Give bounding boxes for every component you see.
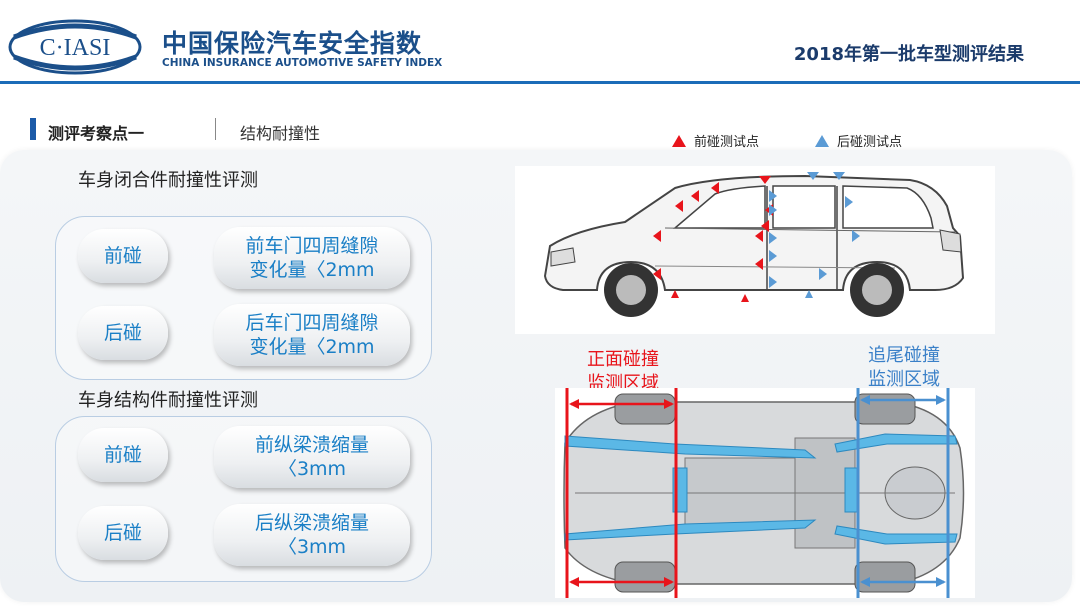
car-side-view xyxy=(515,166,995,334)
rear-zone-label: 追尾碰撞 监测区域 xyxy=(868,345,940,390)
rear-rail-crush-pill: 后纵梁溃缩量 〈3mm xyxy=(214,504,410,566)
section-marker xyxy=(30,118,36,140)
header-divider xyxy=(0,81,1080,84)
section-title: 测评考察点一 xyxy=(48,124,145,143)
section-divider xyxy=(215,118,216,140)
rear-door-gap-pill: 后车门四周缝隙 变化量〈2mm xyxy=(214,304,410,366)
front-crash-pill-2: 前碰 xyxy=(78,428,168,482)
front-crash-pill: 前碰 xyxy=(78,229,168,283)
red-triangle-icon xyxy=(672,134,686,147)
rear-crash-pill-2: 后碰 xyxy=(78,506,168,560)
legend-front-label: 前碰测试点 xyxy=(694,135,760,150)
legend-front: 前碰测试点 xyxy=(672,131,759,150)
rear-test-points xyxy=(769,172,860,298)
header: C·IASI 中国保险汽车安全指数 CHINA INSURANCE AUTOMO… xyxy=(0,0,1080,82)
brand-name-cn: 中国保险汽车安全指数 xyxy=(162,29,423,58)
legend-rear: 后碰测试点 xyxy=(815,131,902,150)
front-door-gap-pill: 前车门四周缝隙 变化量〈2mm xyxy=(214,227,410,289)
ciasi-logo: C·IASI xyxy=(8,19,142,75)
group-title-closures: 车身闭合件耐撞性评测 xyxy=(78,170,258,191)
rear-crash-pill: 后碰 xyxy=(78,306,168,360)
front-rail-crush-pill: 前纵梁溃缩量 〈3mm xyxy=(214,426,410,488)
underbody-view xyxy=(555,388,975,598)
section-subtitle: 结构耐撞性 xyxy=(240,124,321,143)
blue-triangle-icon xyxy=(815,134,829,147)
group-title-structure: 车身结构件耐撞性评测 xyxy=(78,390,258,411)
brand-name-en: CHINA INSURANCE AUTOMOTIVE SAFETY INDEX xyxy=(162,57,443,69)
report-title: 2018年第一批车型测评结果 xyxy=(793,44,1024,65)
logo-text: C·IASI xyxy=(40,35,111,61)
legend-rear-label: 后碰测试点 xyxy=(837,135,903,150)
